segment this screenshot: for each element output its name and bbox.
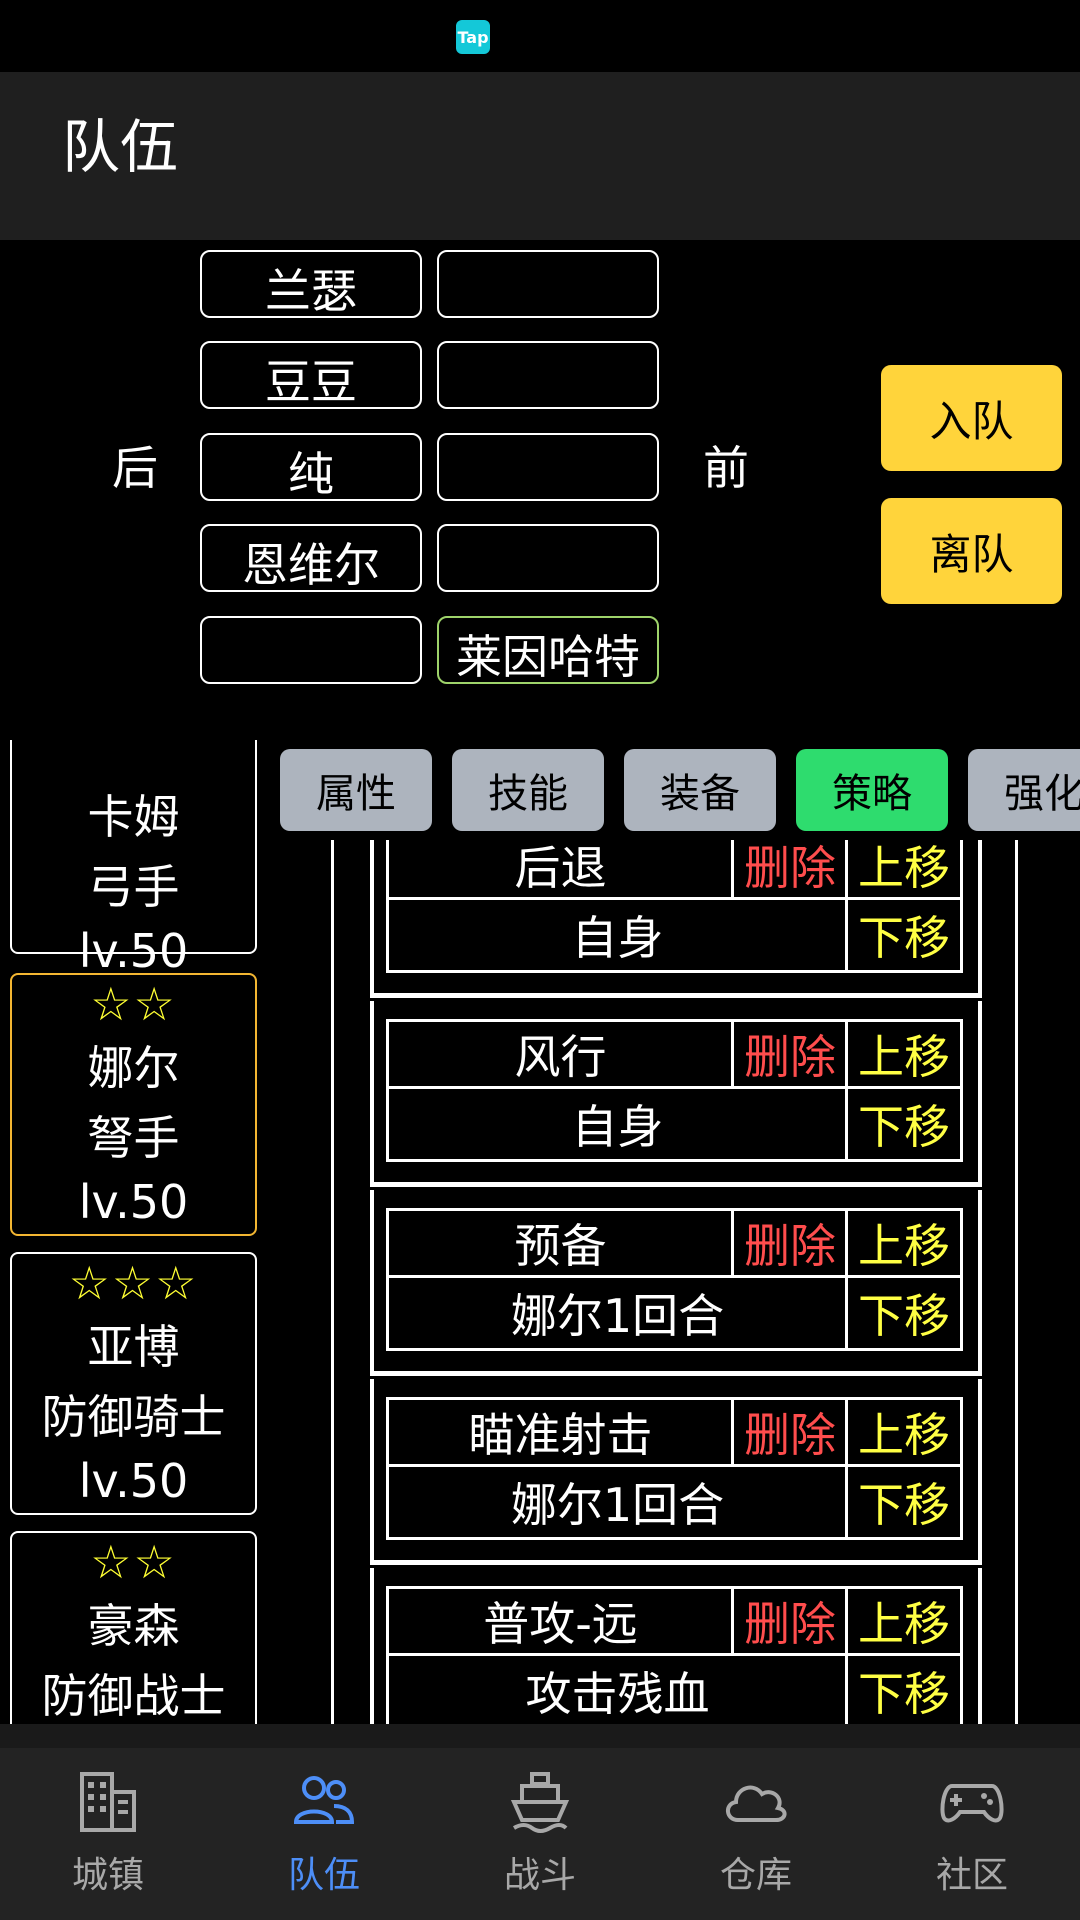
nav-label: 队伍 [287, 1855, 360, 1896]
nav-team[interactable]: 队伍 [216, 1770, 432, 1898]
character-list[interactable]: 卡姆 弓手 lv.50 ☆☆ 娜尔 弩手 lv.50 ☆☆☆ 亚博 防御骑士 l… [0, 740, 266, 1725]
character-level: lv.50 [78, 1175, 189, 1229]
strategy-target[interactable]: 娜尔1回合 [386, 1464, 849, 1540]
nav-community[interactable]: 社区 [864, 1770, 1080, 1898]
move-down-button[interactable]: 下移 [845, 1275, 963, 1351]
strategy-target[interactable]: 自身 [386, 1086, 849, 1162]
strategy-item: 瞄准射击 删除 上移 娜尔1回合 下移 [370, 1379, 982, 1565]
nav-town[interactable]: 城镇 [0, 1770, 216, 1898]
delete-button[interactable]: 删除 [731, 1019, 849, 1089]
character-class: 防御骑士 [41, 1390, 226, 1444]
strategy-skill[interactable]: 后退 [386, 840, 735, 900]
strategy-item: 普攻-远 删除 上移 攻击残血 下移 [370, 1568, 982, 1725]
tab-skills[interactable]: 技能 [452, 749, 604, 831]
character-stars: ☆☆ [90, 1535, 177, 1589]
move-up-button[interactable]: 上移 [845, 1019, 963, 1089]
character-level: lv.50 [78, 1454, 189, 1508]
formation-slot-front-2[interactable] [437, 341, 659, 409]
tab-attributes[interactable]: 属性 [280, 749, 432, 831]
strategy-item: 后退 删除 上移 自身 下移 [370, 840, 982, 998]
formation-slot-front-3[interactable] [437, 433, 659, 501]
strategy-item: 预备 删除 上移 娜尔1回合 下移 [370, 1190, 982, 1376]
strategy-skill[interactable]: 风行 [386, 1019, 735, 1089]
move-up-button[interactable]: 上移 [845, 1397, 963, 1467]
delete-button[interactable]: 删除 [731, 1397, 849, 1467]
character-class: 弩手 [87, 1111, 180, 1165]
nav-label: 战斗 [503, 1855, 576, 1896]
move-down-button[interactable]: 下移 [845, 1653, 963, 1725]
formation-slot-front-4[interactable] [437, 524, 659, 592]
character-name: 亚博 [87, 1320, 180, 1374]
page-title: 队伍 [62, 113, 179, 181]
move-down-button[interactable]: 下移 [845, 897, 963, 973]
move-down-button[interactable]: 下移 [845, 1086, 963, 1162]
nav-label: 仓库 [719, 1855, 792, 1896]
character-name: 豪森 [87, 1599, 180, 1653]
move-up-button[interactable]: 上移 [845, 840, 963, 900]
character-class: 弓手 [87, 860, 180, 914]
character-level: lv.50 [78, 924, 189, 978]
list-border-right [1015, 840, 1018, 1725]
character-card-selected[interactable]: ☆☆ 娜尔 弩手 lv.50 [10, 973, 257, 1236]
formation-slot-back-2[interactable]: 豆豆 [200, 341, 422, 409]
ship-icon [510, 1772, 570, 1833]
strategy-skill[interactable]: 普攻-远 [386, 1586, 735, 1656]
formation-slot-back-3[interactable]: 纯 [200, 433, 422, 501]
character-stars [12, 740, 255, 782]
status-bar [0, 0, 1080, 72]
move-up-button[interactable]: 上移 [845, 1586, 963, 1656]
team-icon [293, 1776, 355, 1824]
nav-label: 城镇 [71, 1855, 144, 1896]
page-header [0, 72, 1080, 240]
list-border-left [331, 840, 334, 1725]
character-class: 防御战士 [41, 1669, 226, 1723]
move-up-button[interactable]: 上移 [845, 1208, 963, 1278]
nav-label: 社区 [935, 1855, 1008, 1896]
strategy-target[interactable]: 娜尔1回合 [386, 1275, 849, 1351]
back-row-label: 后 [112, 441, 158, 495]
formation-slot-front-1[interactable] [437, 250, 659, 318]
strategy-target[interactable]: 自身 [386, 897, 849, 973]
gamepad-icon [940, 1784, 1004, 1823]
nav-storage[interactable]: 仓库 [648, 1770, 864, 1898]
join-team-button[interactable]: 入队 [881, 365, 1062, 471]
formation-slot-back-5[interactable] [200, 616, 422, 684]
delete-button[interactable]: 删除 [731, 1586, 849, 1656]
city-icon [80, 1772, 136, 1832]
tab-equipment[interactable]: 装备 [624, 749, 776, 831]
tap-logo-icon: Tap [456, 20, 490, 54]
tab-strategy[interactable]: 策略 [796, 749, 948, 831]
formation-slot-back-1[interactable]: 兰瑟 [200, 250, 422, 318]
character-name: 卡姆 [87, 790, 180, 844]
cloud-icon [726, 1785, 787, 1822]
formation-slot-front-5[interactable]: 莱因哈特 [437, 616, 659, 684]
bottom-nav-divider [0, 1724, 1080, 1748]
character-stars: ☆☆ [90, 977, 177, 1031]
strategy-skill[interactable]: 预备 [386, 1208, 735, 1278]
tab-enhance[interactable]: 强化 [968, 749, 1080, 831]
formation-slot-back-4[interactable]: 恩维尔 [200, 524, 422, 592]
character-stars: ☆☆☆ [68, 1256, 199, 1310]
character-card[interactable]: 卡姆 弓手 lv.50 [10, 740, 257, 978]
delete-button[interactable]: 删除 [731, 840, 849, 900]
nav-battle[interactable]: 战斗 [432, 1770, 648, 1898]
leave-team-button[interactable]: 离队 [881, 498, 1062, 604]
character-card[interactable]: ☆☆ 豪森 防御战士 [10, 1531, 257, 1725]
strategy-skill[interactable]: 瞄准射击 [386, 1397, 735, 1467]
strategy-item: 风行 删除 上移 自身 下移 [370, 1001, 982, 1187]
character-name: 娜尔 [87, 1041, 180, 1095]
strategy-list[interactable]: 后退 删除 上移 自身 下移 风行 删除 上移 自身 下移 预备 删除 上移 娜… [270, 840, 1080, 1725]
front-row-label: 前 [703, 441, 749, 495]
character-card[interactable]: ☆☆☆ 亚博 防御骑士 lv.50 [10, 1252, 257, 1515]
delete-button[interactable]: 删除 [731, 1208, 849, 1278]
strategy-target[interactable]: 攻击残血 [386, 1653, 849, 1725]
move-down-button[interactable]: 下移 [845, 1464, 963, 1540]
